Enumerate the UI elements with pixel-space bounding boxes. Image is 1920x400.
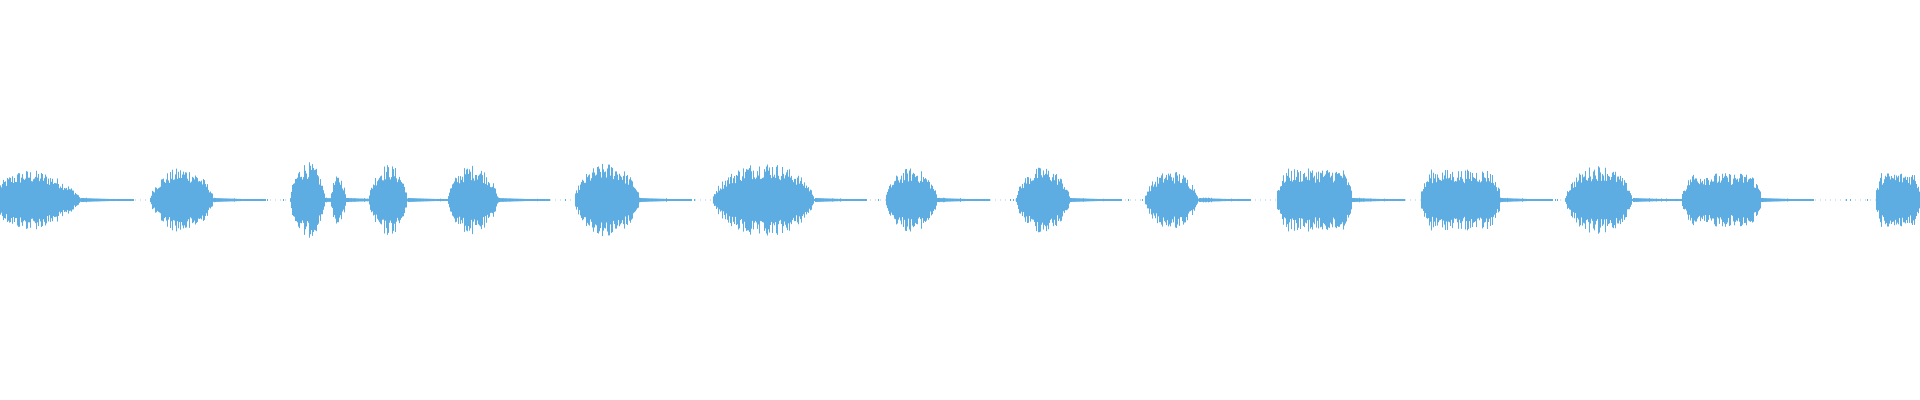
waveform-bars	[0, 162, 1920, 238]
